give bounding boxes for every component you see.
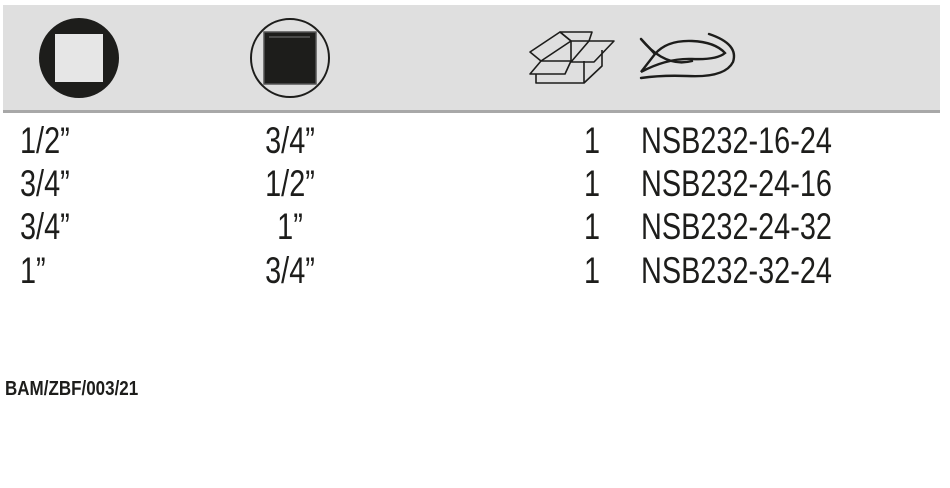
output-size: 3/4” <box>265 120 315 161</box>
package-quantity: 1 <box>583 250 600 291</box>
input-size: 1/2” <box>20 120 70 161</box>
header-divider <box>3 110 940 113</box>
package-quantity: 1 <box>583 206 600 247</box>
input-size: 1” <box>20 250 46 291</box>
package-quantity: 1 <box>583 120 600 161</box>
article-number: NSB232-32-24 <box>641 250 832 291</box>
fish-icon <box>639 32 736 80</box>
output-size: 1/2” <box>265 163 315 204</box>
input-size: 3/4” <box>20 206 70 247</box>
inner-square-drive-icon <box>250 18 330 98</box>
table-row: 3/4” 1” 1 NSB232-24-32 <box>0 205 950 248</box>
package-quantity: 1 <box>583 163 600 204</box>
document-reference: BAM/ZBF/003/21 <box>5 378 139 400</box>
table-row: 3/4” 1/2” 1 NSB232-24-16 <box>0 162 950 205</box>
article-number: NSB232-16-24 <box>641 120 832 161</box>
outer-square-drive-icon <box>39 18 119 98</box>
output-size: 1” <box>277 206 303 247</box>
table-row: 1” 3/4” 1 NSB232-32-24 <box>0 249 950 292</box>
header-band <box>3 5 940 110</box>
article-number: NSB232-24-16 <box>641 163 832 204</box>
table-row: 1/2” 3/4” 1 NSB232-16-24 <box>0 119 950 162</box>
output-size: 3/4” <box>265 250 315 291</box>
article-number: NSB232-24-32 <box>641 206 832 247</box>
open-box-icon <box>529 31 615 84</box>
input-size: 3/4” <box>20 163 70 204</box>
